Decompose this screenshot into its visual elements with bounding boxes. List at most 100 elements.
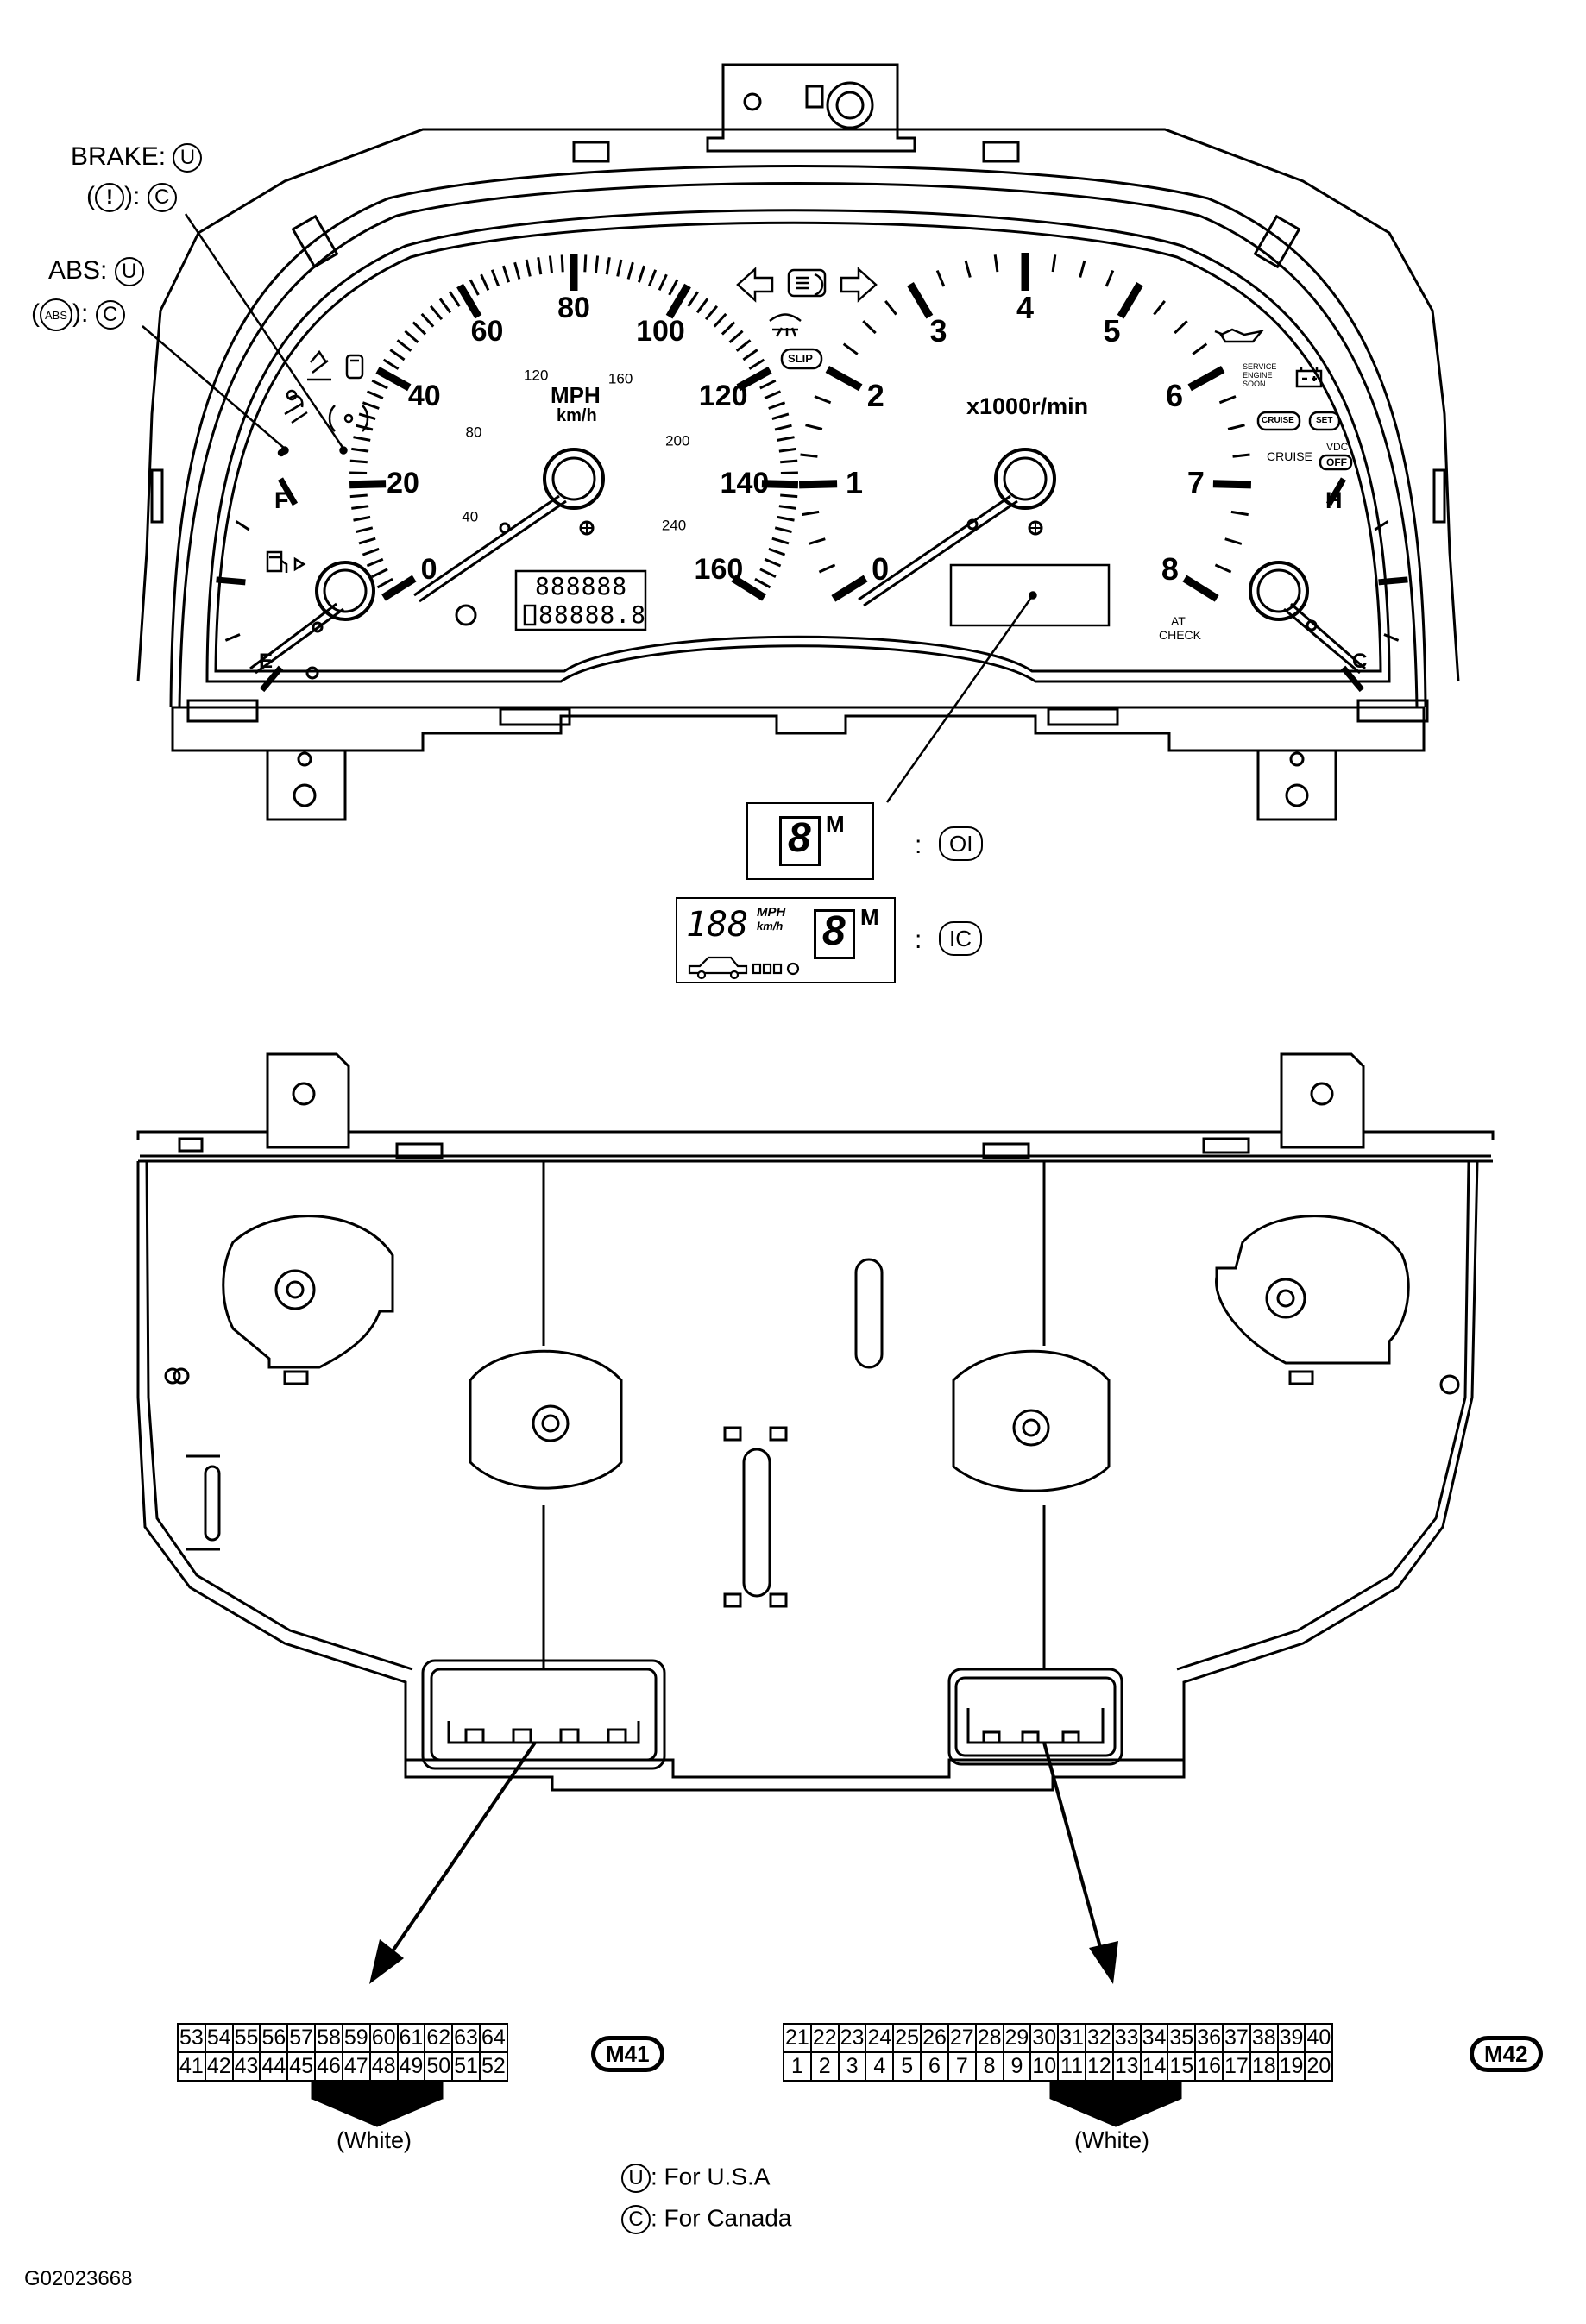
ol-variant-display: 8 M <box>746 802 874 880</box>
m42-pin-22: 22 <box>809 2023 840 2053</box>
m42-pin-40: 40 <box>1304 2023 1334 2053</box>
tachometer-unit: x1000r/min <box>966 393 1089 419</box>
speedometer-kmh-unit: km/h <box>557 406 597 425</box>
abs-label: ABS: <box>48 255 108 285</box>
trip-readout: 88888.8 <box>538 600 647 629</box>
major-tick <box>259 665 284 693</box>
legend-canada: C: For Canada <box>621 2205 791 2234</box>
minor-tick <box>759 379 777 390</box>
minor-tick <box>771 537 790 545</box>
minor-tick <box>449 291 461 307</box>
kmh-tick-200: 200 <box>665 432 690 449</box>
minor-tick <box>768 547 786 556</box>
m42-pin-2: 2 <box>809 2051 840 2082</box>
minor-tick <box>1227 424 1245 430</box>
minor-tick <box>396 339 412 352</box>
m41-pin-58: 58 <box>314 2023 343 2053</box>
rpm-tick-1: 1 <box>846 465 864 501</box>
mph-tick-0: 0 <box>420 552 437 586</box>
minor-tick <box>235 520 250 531</box>
rpm-tick-8: 8 <box>1161 550 1179 587</box>
minor-tick <box>780 459 798 464</box>
connector-pointers <box>369 1741 1118 1984</box>
m42-pin-36: 36 <box>1194 2023 1224 2053</box>
brake-usa-code: U <box>173 143 203 173</box>
m42-pin-24: 24 <box>865 2023 895 2053</box>
brake-canada-code: C <box>147 183 177 212</box>
m42-pin-17: 17 <box>1222 2051 1251 2082</box>
m41-pin-43: 43 <box>231 2051 261 2082</box>
minor-tick <box>1105 270 1115 287</box>
major-tick <box>1182 575 1219 602</box>
temp-hot-label: H <box>1325 487 1343 513</box>
minor-tick <box>695 298 709 314</box>
brake-exclaim-icon: ! <box>95 183 124 212</box>
minor-tick <box>759 568 777 578</box>
minor-tick <box>964 260 972 278</box>
minor-tick <box>648 269 658 287</box>
speedometer-tick-marks <box>349 254 799 601</box>
m42-pin-6: 6 <box>920 2051 949 2082</box>
m42-pin-34: 34 <box>1139 2023 1169 2053</box>
minor-tick <box>349 493 368 499</box>
left-turn-arrow-icon <box>736 267 774 303</box>
minor-tick <box>351 505 369 510</box>
ic-speed-readout: 188 <box>686 905 749 945</box>
major-tick <box>349 480 387 489</box>
temp-cold-label: C <box>1352 650 1368 673</box>
major-tick <box>1187 366 1225 392</box>
minor-tick <box>884 299 897 316</box>
m41-pin-47: 47 <box>341 2051 371 2082</box>
battery-icon <box>1295 369 1323 388</box>
minor-tick <box>420 312 435 328</box>
m42-pin-16: 16 <box>1194 2051 1224 2082</box>
minor-tick <box>814 395 832 405</box>
legend-canada-code: C <box>621 2205 651 2234</box>
m42-pin-13: 13 <box>1111 2051 1142 2082</box>
mph-tick-120: 120 <box>698 380 748 412</box>
minor-tick <box>778 447 796 453</box>
major-tick <box>761 480 799 489</box>
abs-callout: ABS: U <box>48 257 144 286</box>
m42-pin-20: 20 <box>1304 2051 1334 2082</box>
major-tick <box>375 366 412 392</box>
m41-pin-53: 53 <box>177 2023 206 2053</box>
minor-tick <box>777 515 795 522</box>
washer-icon <box>769 313 802 337</box>
ic-gear-digit: 8 <box>822 908 846 954</box>
minor-tick <box>358 537 376 545</box>
minor-tick <box>389 349 406 361</box>
rear-housing <box>136 1052 1495 1792</box>
connector-m41-tag: M41 <box>591 2036 664 2072</box>
brake-label: BRAKE: <box>71 141 167 171</box>
callout-leaders <box>142 213 1037 803</box>
rpm-tick-2: 2 <box>866 378 884 413</box>
minor-tick <box>780 493 798 499</box>
minor-tick <box>842 342 859 355</box>
rpm-tick-4: 4 <box>1016 290 1035 325</box>
m42-pin-35: 35 <box>1167 2023 1197 2053</box>
abs-symbol-close: ): <box>72 298 89 328</box>
fuel-full-label: F <box>274 487 289 513</box>
mph-tick-80: 80 <box>557 292 590 324</box>
m41-pin-61: 61 <box>396 2023 426 2053</box>
brake-system-icon <box>328 405 369 432</box>
minor-tick <box>658 273 668 292</box>
vdc-indicator: VDC <box>1326 441 1349 453</box>
m42-pin-7: 7 <box>947 2051 977 2082</box>
minor-tick <box>605 257 611 275</box>
service-engine-soon-indicator: SERVICE ENGINE SOON <box>1243 362 1277 388</box>
minor-tick <box>438 298 452 314</box>
minor-tick <box>371 568 388 578</box>
legend-usa-text: : For U.S.A <box>651 2163 771 2190</box>
minor-tick <box>768 401 786 410</box>
minor-tick <box>777 436 795 442</box>
m42-pin-23: 23 <box>837 2023 867 2053</box>
minor-tick <box>595 255 600 273</box>
rpm-tick-0: 0 <box>872 550 890 587</box>
m42-pin-8: 8 <box>974 2051 1004 2082</box>
rpm-tick-7: 7 <box>1186 465 1205 501</box>
m41-pin-46: 46 <box>314 2051 343 2082</box>
m42-pin-28: 28 <box>974 2023 1004 2053</box>
